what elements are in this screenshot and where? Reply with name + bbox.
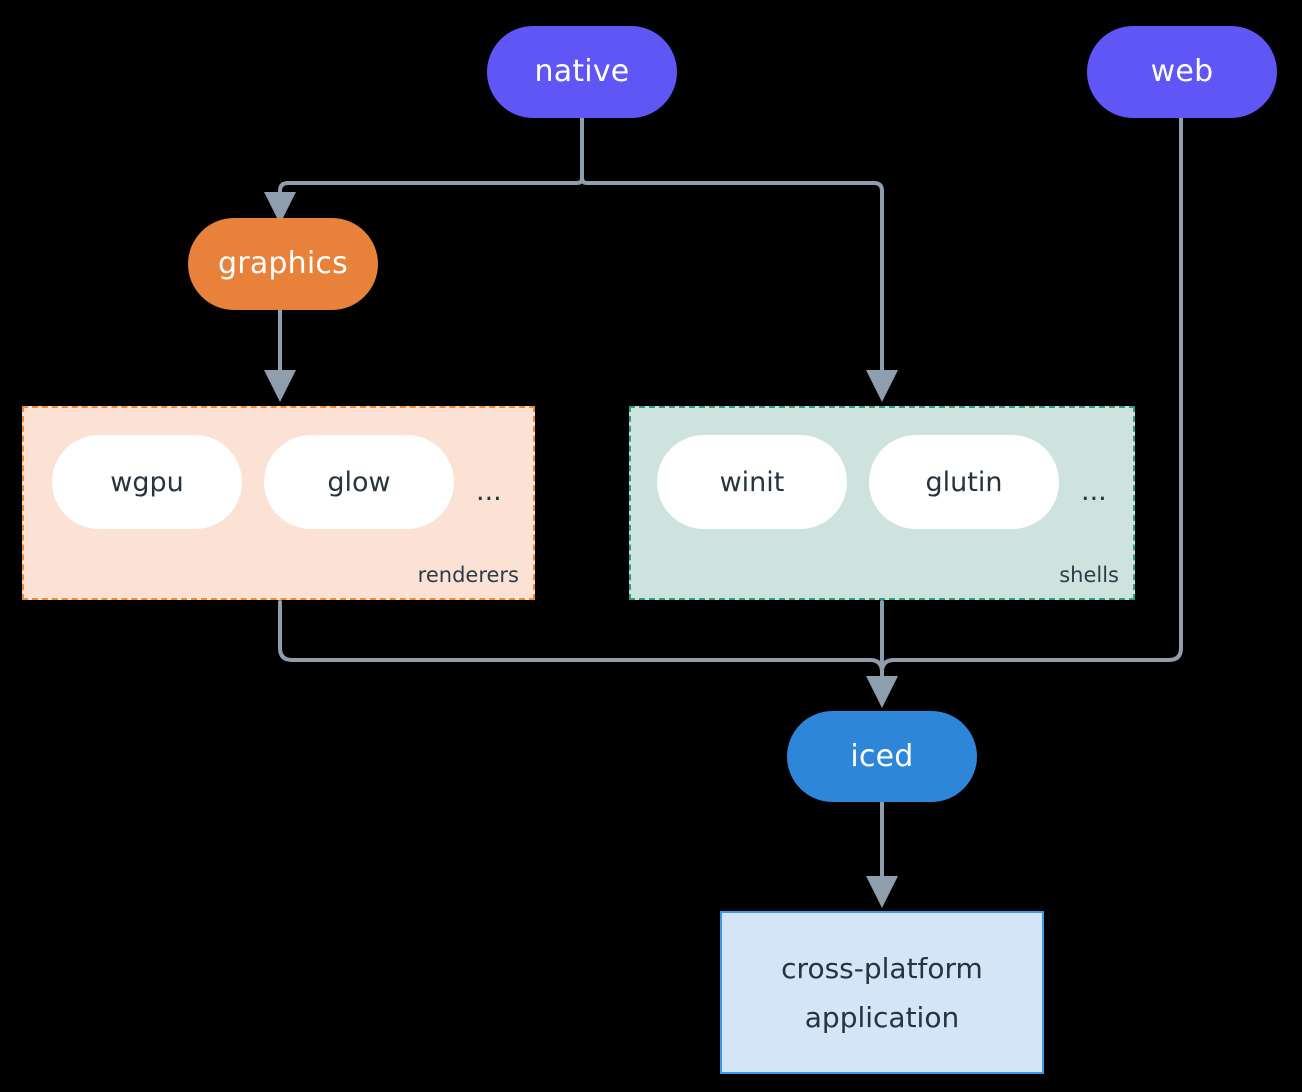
node-glutin[interactable]: glutin xyxy=(869,435,1059,529)
node-web-label: web xyxy=(1150,54,1214,89)
edge-web-to-iced xyxy=(880,116,1183,690)
node-winit-label: winit xyxy=(719,466,785,498)
node-graphics[interactable]: graphics xyxy=(188,218,378,310)
edge-native-to-shells xyxy=(580,168,898,402)
node-wgpu-label: wgpu xyxy=(110,466,184,498)
node-wgpu[interactable]: wgpu xyxy=(52,435,242,529)
node-iced-label: iced xyxy=(850,738,914,774)
edge-renderers-to-iced xyxy=(278,600,884,690)
edge-native-to-graphics xyxy=(264,168,584,224)
node-native[interactable]: native xyxy=(487,26,677,118)
group-renderers-label: renderers xyxy=(417,563,519,587)
node-glow-label: glow xyxy=(327,466,391,498)
node-graphics-label: graphics xyxy=(218,246,348,281)
node-glutin-label: glutin xyxy=(925,466,1003,498)
renderers-more-ellipsis: ... xyxy=(476,476,502,507)
shells-more-ellipsis: ... xyxy=(1081,476,1107,507)
node-cross-platform-application[interactable]: cross-platform application xyxy=(720,911,1044,1074)
application-label-line1: cross-platform xyxy=(781,951,983,985)
group-shells-label: shells xyxy=(1059,563,1119,587)
node-glow[interactable]: glow xyxy=(264,435,454,529)
group-renderers[interactable]: wgpu glow ... renderers xyxy=(22,406,535,600)
node-iced[interactable]: iced xyxy=(787,711,977,802)
node-winit[interactable]: winit xyxy=(657,435,847,529)
node-web[interactable]: web xyxy=(1087,26,1277,118)
application-label-line2: application xyxy=(804,1000,960,1034)
group-shells[interactable]: winit glutin ... shells xyxy=(629,406,1135,600)
node-native-label: native xyxy=(534,54,630,89)
